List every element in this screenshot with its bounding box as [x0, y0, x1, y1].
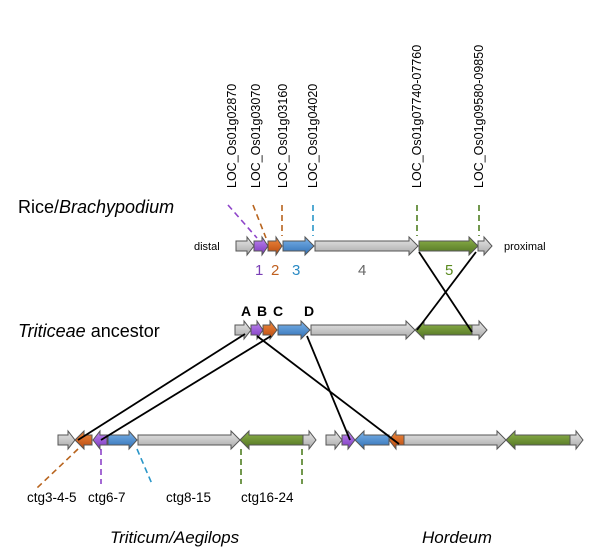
species-label-hordeum: Hordeum	[422, 528, 492, 547]
block-number-4: 4	[358, 262, 366, 279]
dash-locus-2	[252, 204, 267, 239]
rice-gene-4-gray	[314, 235, 419, 257]
contig-label-1: ctg3-4-5	[27, 490, 77, 505]
ancestor-letter-d: D	[304, 303, 314, 319]
hordeum-gene-gray-long	[403, 429, 507, 451]
triticum-gene-gray-end	[302, 429, 317, 451]
hordeum-gene-green-reversed	[505, 429, 571, 451]
triticum-gene-gray-small	[57, 429, 76, 451]
locus-label-6: LOC_Os01g09580-09850	[472, 45, 486, 188]
rice-gene-3-blue	[282, 235, 315, 257]
row-label-ancestor: Triticeae ancestor	[18, 321, 160, 341]
triticum-gene-orange	[74, 429, 93, 451]
rice-gene-gray-small	[235, 235, 255, 257]
contig-dash-1	[36, 448, 79, 489]
locus-label-5: LOC_Os01g07740-07760	[410, 45, 424, 188]
locus-label-2: LOC_Os01g03070	[249, 84, 263, 188]
ancestor-letter-a: A	[241, 303, 251, 319]
block-number-5: 5	[445, 262, 453, 279]
block-number-3: 3	[292, 262, 300, 279]
ancestor-gene-gray-small	[234, 319, 252, 341]
locus-label-4: LOC_Os01g04020	[306, 84, 320, 188]
row-label-rice: Rice/Brachypodium	[18, 197, 174, 217]
ancestor-gene-purple	[250, 319, 264, 341]
contig-label-3: ctg8-15	[166, 490, 211, 505]
link-hordeum-1	[256, 335, 400, 445]
locus-label-1: LOC_Os01g02870	[225, 84, 239, 188]
ancestor-gene-gray-end	[471, 319, 488, 341]
hordeum-gene-orange-reversed	[388, 429, 405, 451]
triticum-gene-blue	[107, 429, 138, 451]
rice-gene-1-purple	[253, 235, 269, 257]
contig-dash-3	[136, 448, 153, 485]
hordeum-gene-gray-small	[325, 429, 343, 451]
inversion-line-2	[416, 251, 477, 331]
link-triticum-1	[77, 333, 246, 441]
ancestor-gene-orange	[262, 319, 278, 341]
hordeum-gene-blue-reversed	[354, 429, 390, 451]
ancestor-letter-b: B	[257, 303, 267, 319]
label-distal: distal	[194, 241, 220, 253]
link-triticum-2	[100, 335, 272, 441]
label-proximal: proximal	[504, 241, 546, 253]
triticum-gene-gray-long	[137, 429, 241, 451]
link-hordeum-2	[306, 335, 351, 441]
contig-label-2: ctg6-7	[88, 490, 126, 505]
triticum-gene-green-reversed	[239, 429, 304, 451]
rice-gene-gray-end	[477, 235, 493, 257]
rice-gene-2-orange	[267, 235, 283, 257]
block-number-2: 2	[271, 262, 279, 279]
locus-label-3: LOC_Os01g03160	[276, 84, 290, 188]
hordeum-gene-purple	[341, 429, 356, 451]
ancestor-gene-gray-long	[310, 319, 416, 341]
triticum-gene-purple	[92, 429, 108, 451]
ancestor-letter-c: C	[273, 303, 283, 319]
contig-label-4: ctg16-24	[241, 490, 294, 505]
block-number-1: 1	[255, 262, 263, 279]
hordeum-gene-gray-end	[569, 429, 584, 451]
species-label-triticum: Triticum/Aegilops	[110, 528, 240, 547]
ancestor-gene-green-reversed	[414, 319, 473, 341]
ancestor-gene-blue	[277, 319, 311, 341]
dash-locus-1	[227, 204, 258, 239]
rice-gene-5-green	[418, 235, 479, 257]
